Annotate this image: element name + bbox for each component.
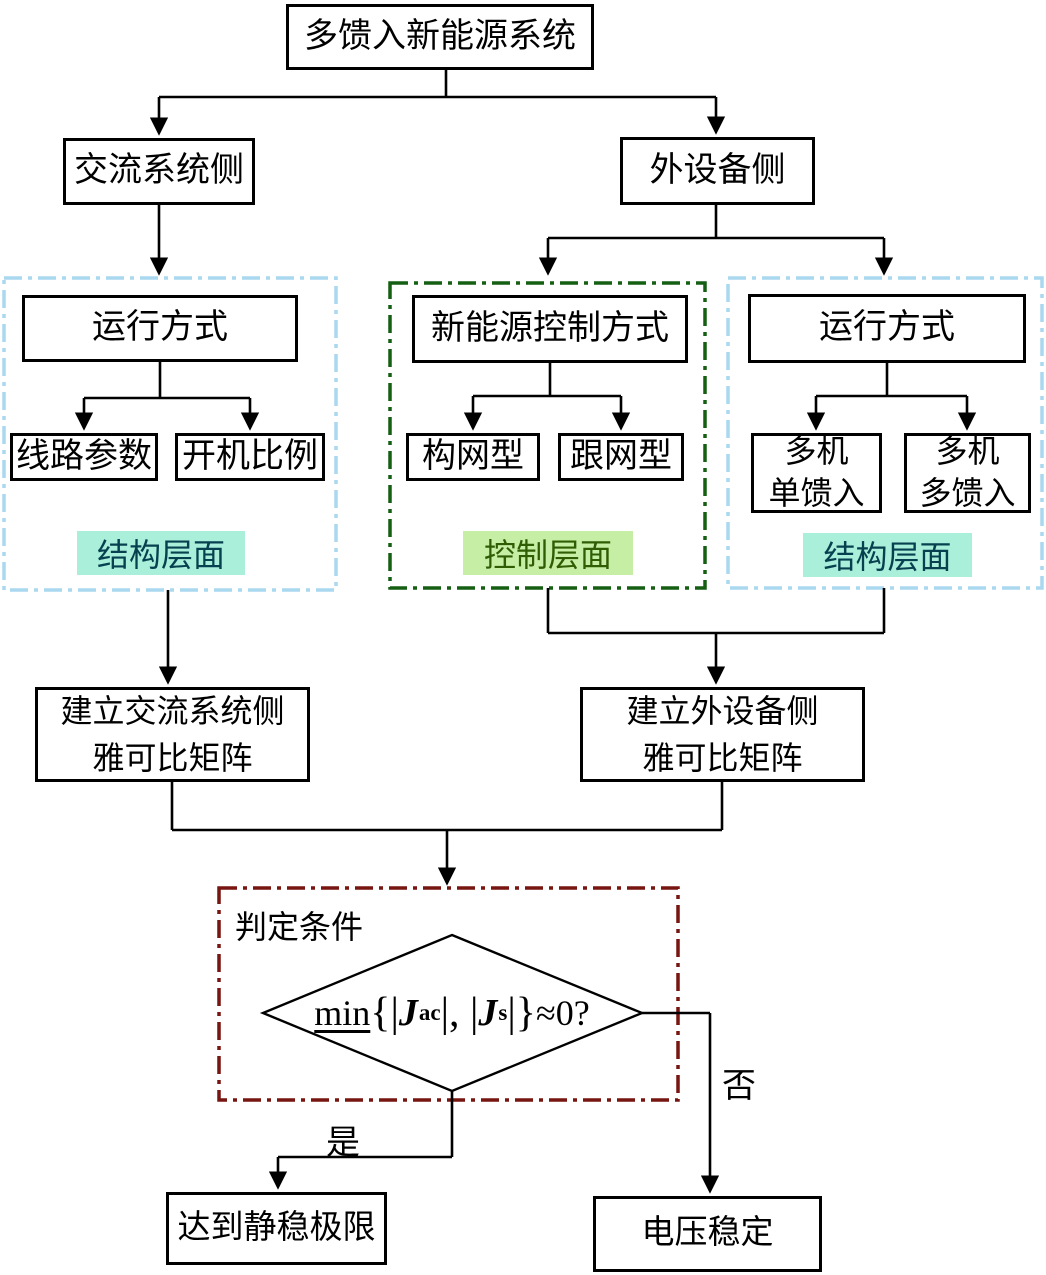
decision-group-border xyxy=(217,886,680,1102)
control-group-border xyxy=(388,281,707,590)
node-control-mode: 新能源控制方式 xyxy=(412,295,688,363)
formula-min: min xyxy=(314,993,371,1033)
formula-j-s-subscript: s xyxy=(498,1000,508,1025)
node-device-side: 外设备侧 xyxy=(620,137,815,205)
node-left-operation-mode: 运行方式 xyxy=(22,295,298,362)
decision-diamond xyxy=(259,933,646,1093)
node-right-operation-mode: 运行方式 xyxy=(748,294,1026,363)
formula-close-brace: |} xyxy=(507,990,536,1036)
tag-structure-level-left: 结构层面 xyxy=(77,531,245,575)
structure-group-border-left xyxy=(2,276,338,592)
formula-separator: |, | xyxy=(440,990,479,1036)
node-root: 多馈入新能源系统 xyxy=(286,4,594,70)
formula-j-ac-subscript: ac xyxy=(418,1000,441,1025)
tag-control-level: 控制层面 xyxy=(463,531,633,575)
structure-group-border-right xyxy=(726,276,1044,590)
node-voltage-stable: 电压稳定 xyxy=(593,1196,822,1272)
node-ac-side: 交流系统侧 xyxy=(63,138,255,205)
node-multi-machine-multi-infeed: 多机 多馈入 xyxy=(904,433,1031,513)
edge-label-yes: 是 xyxy=(326,1125,360,1162)
node-ac-jacobian: 建立交流系统侧 雅可比矩阵 xyxy=(35,687,310,782)
node-static-stability-limit: 达到静稳极限 xyxy=(166,1192,387,1265)
node-device-jacobian: 建立外设备侧 雅可比矩阵 xyxy=(580,687,865,782)
edge-label-no: 否 xyxy=(722,1068,756,1105)
node-startup-ratio: 开机比例 xyxy=(175,433,325,481)
tag-structure-level-right: 结构层面 xyxy=(803,533,972,577)
formula-open-brace: {| xyxy=(370,990,399,1036)
node-line-params: 线路参数 xyxy=(10,433,158,481)
decision-section-label: 判定条件 xyxy=(235,909,364,945)
formula-j-ac: J xyxy=(398,992,418,1034)
node-multi-machine-single-infeed: 多机 单馈入 xyxy=(751,433,882,513)
formula-j-s: J xyxy=(478,992,498,1034)
formula-tail: ≈0? xyxy=(535,993,590,1033)
node-grid-following: 跟网型 xyxy=(558,433,684,481)
connectors xyxy=(74,70,977,1194)
node-grid-forming: 构网型 xyxy=(406,433,540,481)
